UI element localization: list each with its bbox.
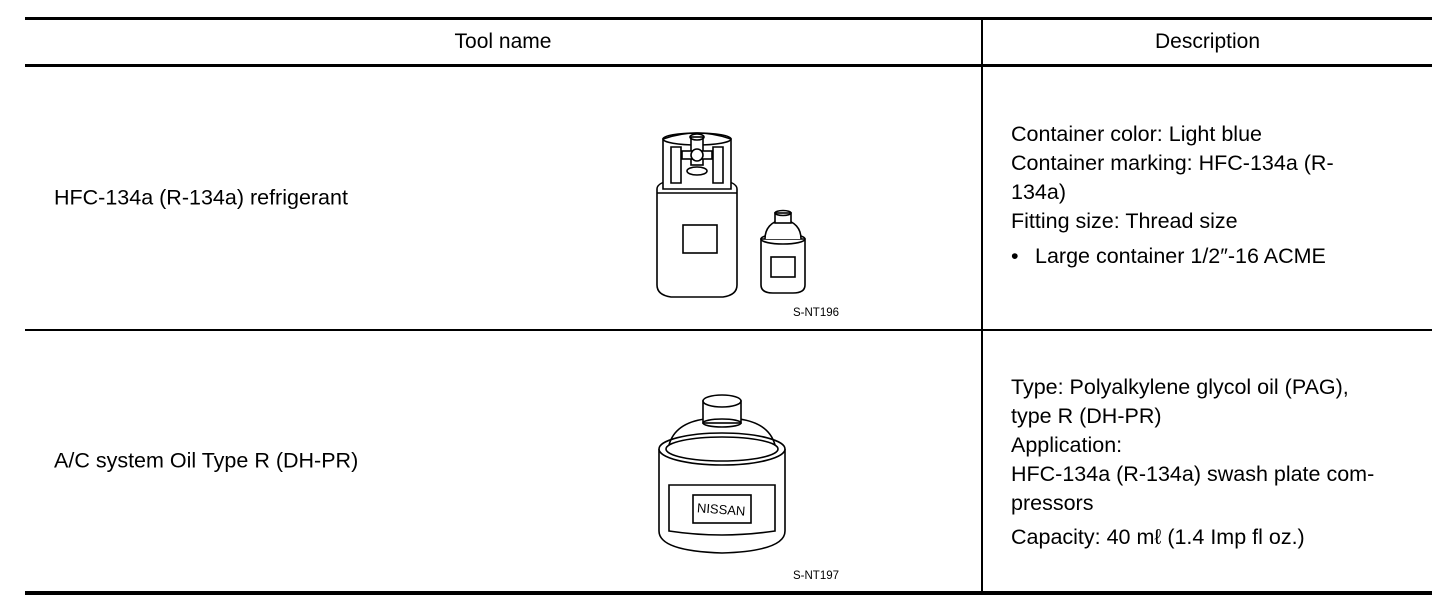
desc-line: Type: Polyalkylene glycol oil (PAG), <box>1011 375 1349 399</box>
tool-cell: HFC-134a (R-134a) refrigerant <box>25 67 983 329</box>
refrigerant-container-icon: S-NT196 <box>656 132 839 319</box>
capacity-line: Capacity: 40 mℓ (1.4 Imp fl oz.) <box>1011 525 1305 549</box>
oil-can-figure: NISSAN S-NT197 <box>625 331 865 591</box>
oil-can-icon: NISSAN S-NT197 <box>658 394 839 582</box>
bullet-icon: • <box>1011 244 1019 268</box>
figure-code-s-nt197: S-NT197 <box>793 570 839 582</box>
header-description: Description <box>1154 30 1261 53</box>
desc-line: Fitting size: Thread size <box>1011 209 1238 233</box>
desc-line: Application: <box>1011 433 1123 457</box>
desc-line: type R (DH-PR) <box>1011 404 1162 428</box>
desc-line: Container marking: HFC-134a (R- <box>1011 151 1334 175</box>
description-oil: Type: Polyalkylene glycol oil (PAG), typ… <box>1011 373 1381 552</box>
bullet-text: Large container 1/2″-16 ACME <box>1035 244 1326 268</box>
description-cell: Type: Polyalkylene glycol oil (PAG), typ… <box>983 331 1432 591</box>
header-tool-name: Tool name <box>25 20 983 64</box>
tool-name-refrigerant: HFC-134a (R-134a) refrigerant <box>54 185 348 210</box>
desc-line: pressors <box>1011 491 1094 515</box>
tool-table: Tool name Description HFC-134a (R-134a) … <box>25 17 1432 595</box>
desc-line: HFC-134a (R-134a) swash plate com- <box>1011 462 1375 486</box>
table-row: HFC-134a (R-134a) refrigerant <box>25 67 1432 331</box>
table-header: Tool name Description <box>25 20 1432 67</box>
description-refrigerant: Container color: Light blue Container ma… <box>1011 120 1381 271</box>
tool-cell: A/C system Oil Type R (DH-PR) <box>25 331 983 591</box>
bullet-item: • Large container 1/2″-16 ACME <box>1011 242 1381 271</box>
desc-line: Container color: Light blue <box>1011 122 1262 146</box>
refrigerant-container-figure: S-NT196 <box>625 67 865 329</box>
tool-name-oil: A/C system Oil Type R (DH-PR) <box>54 448 359 473</box>
description-cell: Container color: Light blue Container ma… <box>983 67 1432 329</box>
figure-code-s-nt196: S-NT196 <box>793 307 839 319</box>
desc-line: 134a) <box>1011 180 1066 204</box>
oil-can-label: NISSAN <box>697 500 746 518</box>
table-row: A/C system Oil Type R (DH-PR) <box>25 331 1432 591</box>
